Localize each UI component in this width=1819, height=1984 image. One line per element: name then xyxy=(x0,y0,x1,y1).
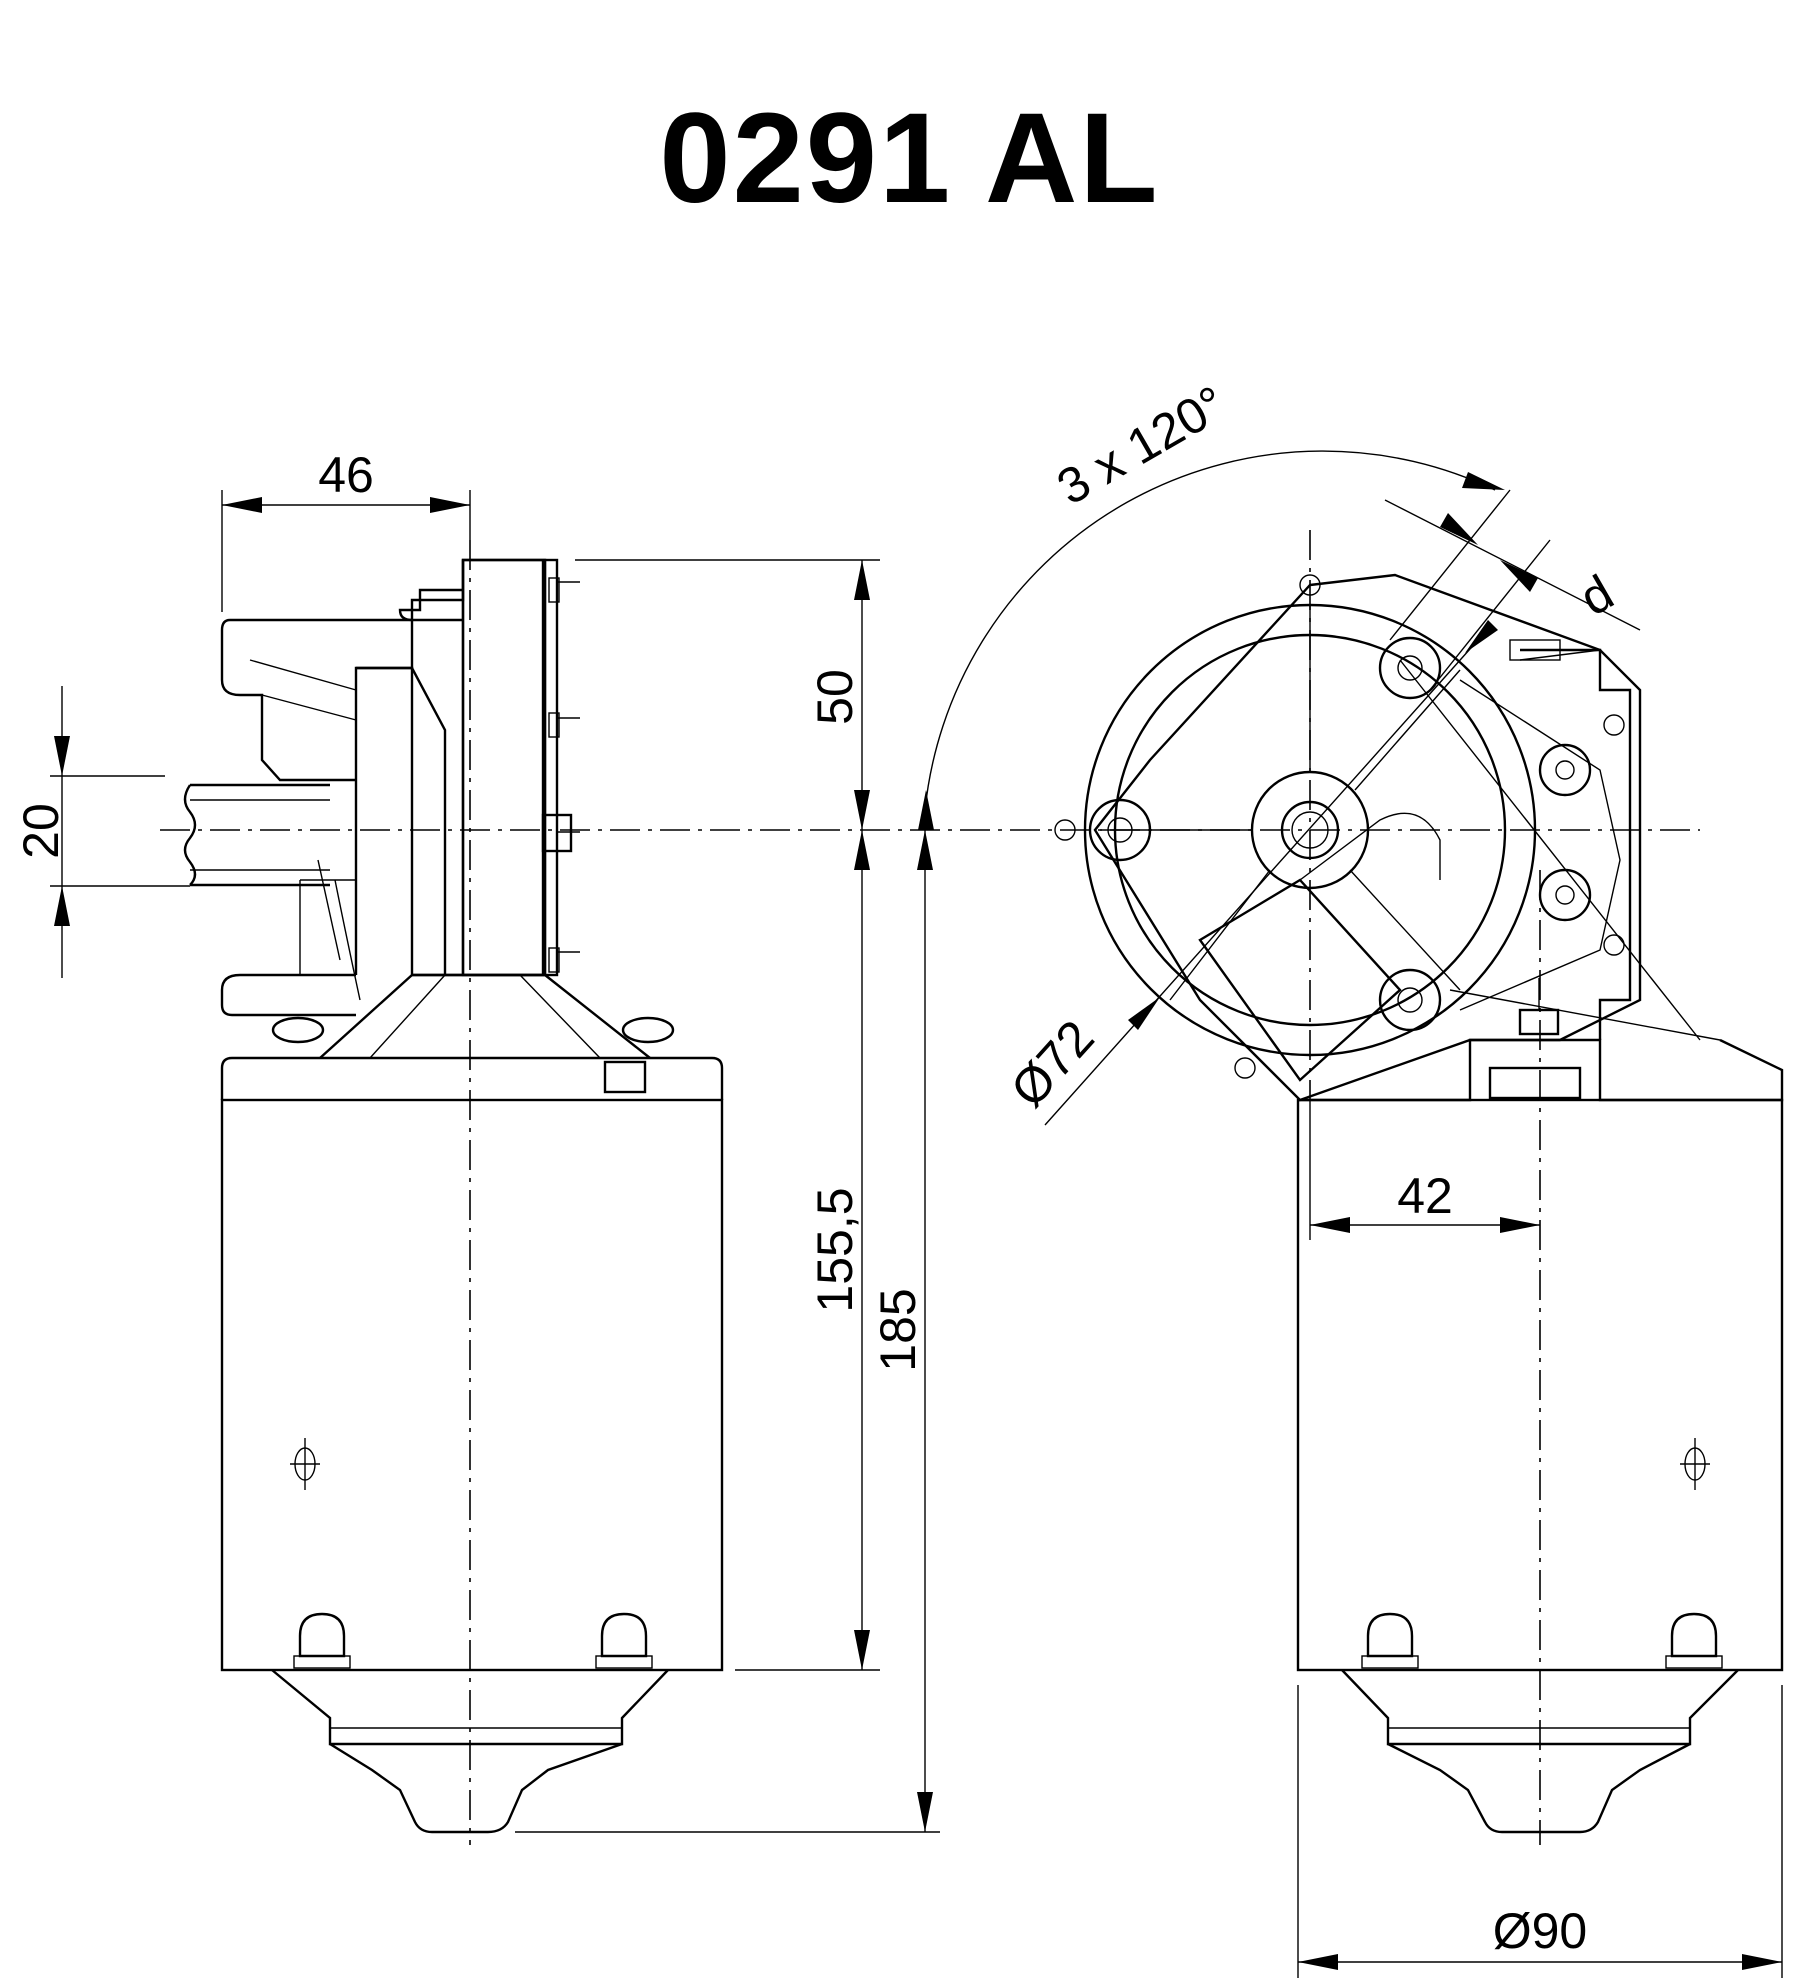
side-view xyxy=(183,540,724,1845)
dim-155-5-label: 155,5 xyxy=(807,1187,863,1312)
dim-50-label: 50 xyxy=(807,669,863,725)
dim-90-label: Ø90 xyxy=(1493,1903,1588,1959)
drawing-title: 0291 AL xyxy=(659,87,1160,230)
side-end-cap xyxy=(271,1669,669,1746)
dim-motor-diameter xyxy=(1297,1685,1783,1978)
front-end-cap xyxy=(1341,1669,1739,1746)
dim-shaft-width xyxy=(50,686,190,978)
dim-flange-offset xyxy=(221,490,471,612)
dim-20-label: 20 xyxy=(13,803,69,859)
dim-42-label: 42 xyxy=(1397,1168,1453,1224)
dim-185-label: 185 xyxy=(870,1288,926,1371)
dim-72-label: Ø72 xyxy=(1000,1010,1105,1118)
dim-bolt-hole xyxy=(1384,489,1641,691)
dim-axis-offset xyxy=(1309,1100,1540,1240)
dim-overall-length xyxy=(515,830,940,1833)
gear-housing xyxy=(1093,573,1642,1102)
side-motor-body xyxy=(220,1098,724,1672)
dim-46-label: 46 xyxy=(318,447,374,503)
dim-bolt-circle xyxy=(1044,620,1498,1126)
dim-bolt-angle xyxy=(918,450,1505,830)
dim-motor-length xyxy=(735,830,880,1671)
dim-gear-top xyxy=(575,559,880,830)
